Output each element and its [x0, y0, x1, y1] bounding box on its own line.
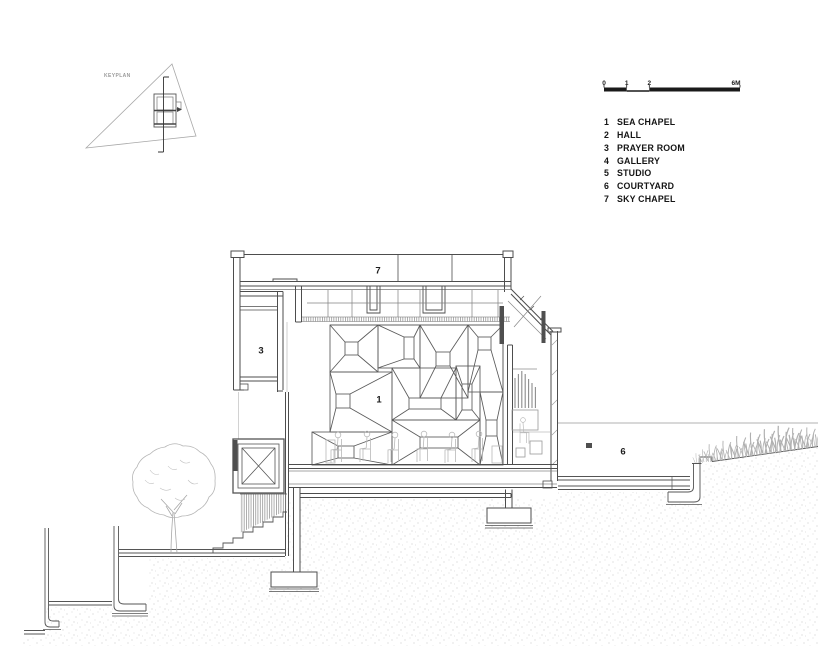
keyplan-site-boundary	[84, 63, 197, 149]
keyplan-drawing	[84, 63, 197, 153]
legend-item-hall: 2 HALL	[604, 130, 685, 143]
organist-figure	[519, 417, 530, 445]
legend-label: COURTYARD	[617, 181, 675, 192]
retaining-wall-mid	[113, 526, 147, 612]
scale-tick-1: 1	[624, 80, 629, 87]
legend-label: PRAYER ROOM	[617, 142, 685, 153]
ceiling-plenum	[295, 286, 510, 323]
x-glazing	[241, 447, 276, 485]
scale-tick-0: 0	[602, 80, 606, 87]
stair-balustrade-hatch	[240, 494, 287, 533]
legend-item-courtyard: 6 COURTYARD	[604, 181, 685, 194]
room-label-sea-chapel: 1	[374, 394, 384, 406]
courtyard	[558, 422, 818, 505]
scale-bar	[603, 85, 741, 92]
keyplan-section-cut-line	[158, 76, 169, 153]
ceiling-grille-hatch	[302, 317, 510, 322]
keyplan-section-arrow	[177, 107, 182, 112]
keyplan-title: KEYPLAN	[104, 73, 131, 79]
legend-label: GALLERY	[617, 155, 661, 166]
room-label-courtyard: 6	[618, 446, 628, 458]
legend-item-prayer-room: 3 PRAYER ROOM	[604, 143, 685, 156]
ceiling-coffers	[311, 324, 504, 466]
legend-item-gallery: 4 GALLERY	[604, 156, 685, 169]
pulpit	[325, 439, 336, 464]
skylight-box	[232, 438, 285, 494]
tree-canopy	[132, 443, 216, 519]
stair-steps	[203, 511, 287, 554]
legend-label: SEA CHAPEL	[617, 117, 676, 127]
tree-trunk	[160, 494, 188, 554]
stairs	[203, 493, 287, 554]
skylight-brace	[513, 295, 542, 328]
left-terraces	[24, 526, 285, 635]
organ-pipes	[513, 368, 537, 408]
foundation-covers	[270, 462, 702, 588]
legend-item-studio: 5 STUDIO	[604, 168, 685, 181]
floor-structure	[269, 464, 557, 592]
organ-loft	[499, 288, 562, 481]
retaining-wall-right	[667, 463, 702, 503]
room-label-prayer-room: 3	[256, 345, 266, 357]
keyplan-building-plan	[153, 76, 182, 153]
glazing-frame-bar	[499, 306, 504, 344]
courtyard-step-marker	[586, 443, 592, 448]
chapel-figures	[325, 430, 503, 464]
roof-sky-chapel	[230, 250, 514, 390]
prayer-room	[233, 291, 284, 392]
scale-tick-2: 2	[647, 80, 652, 87]
legend-label: HALL	[617, 129, 642, 140]
site-works	[24, 422, 818, 635]
room-label-sky-chapel: 7	[373, 265, 383, 277]
glazing-frame-bar	[541, 311, 546, 343]
tree	[132, 443, 216, 554]
legend-label: STUDIO	[617, 168, 652, 179]
ground-earth-stipple	[22, 447, 818, 646]
section-building	[230, 250, 562, 592]
scale-tick-6m: 6M	[731, 80, 741, 87]
legend-label: SKY CHAPEL	[617, 194, 676, 205]
legend: 1 SEA CHAPEL 2 HALL 3 PRAYER ROOM 4 GALL…	[604, 117, 685, 207]
chapel-west-wall	[238, 322, 289, 556]
legend-item-sky-chapel: 7 SKY CHAPEL	[604, 194, 685, 207]
legend-item-sea-chapel: 1 SEA CHAPEL	[604, 117, 685, 130]
retaining-wall-left	[44, 528, 60, 628]
